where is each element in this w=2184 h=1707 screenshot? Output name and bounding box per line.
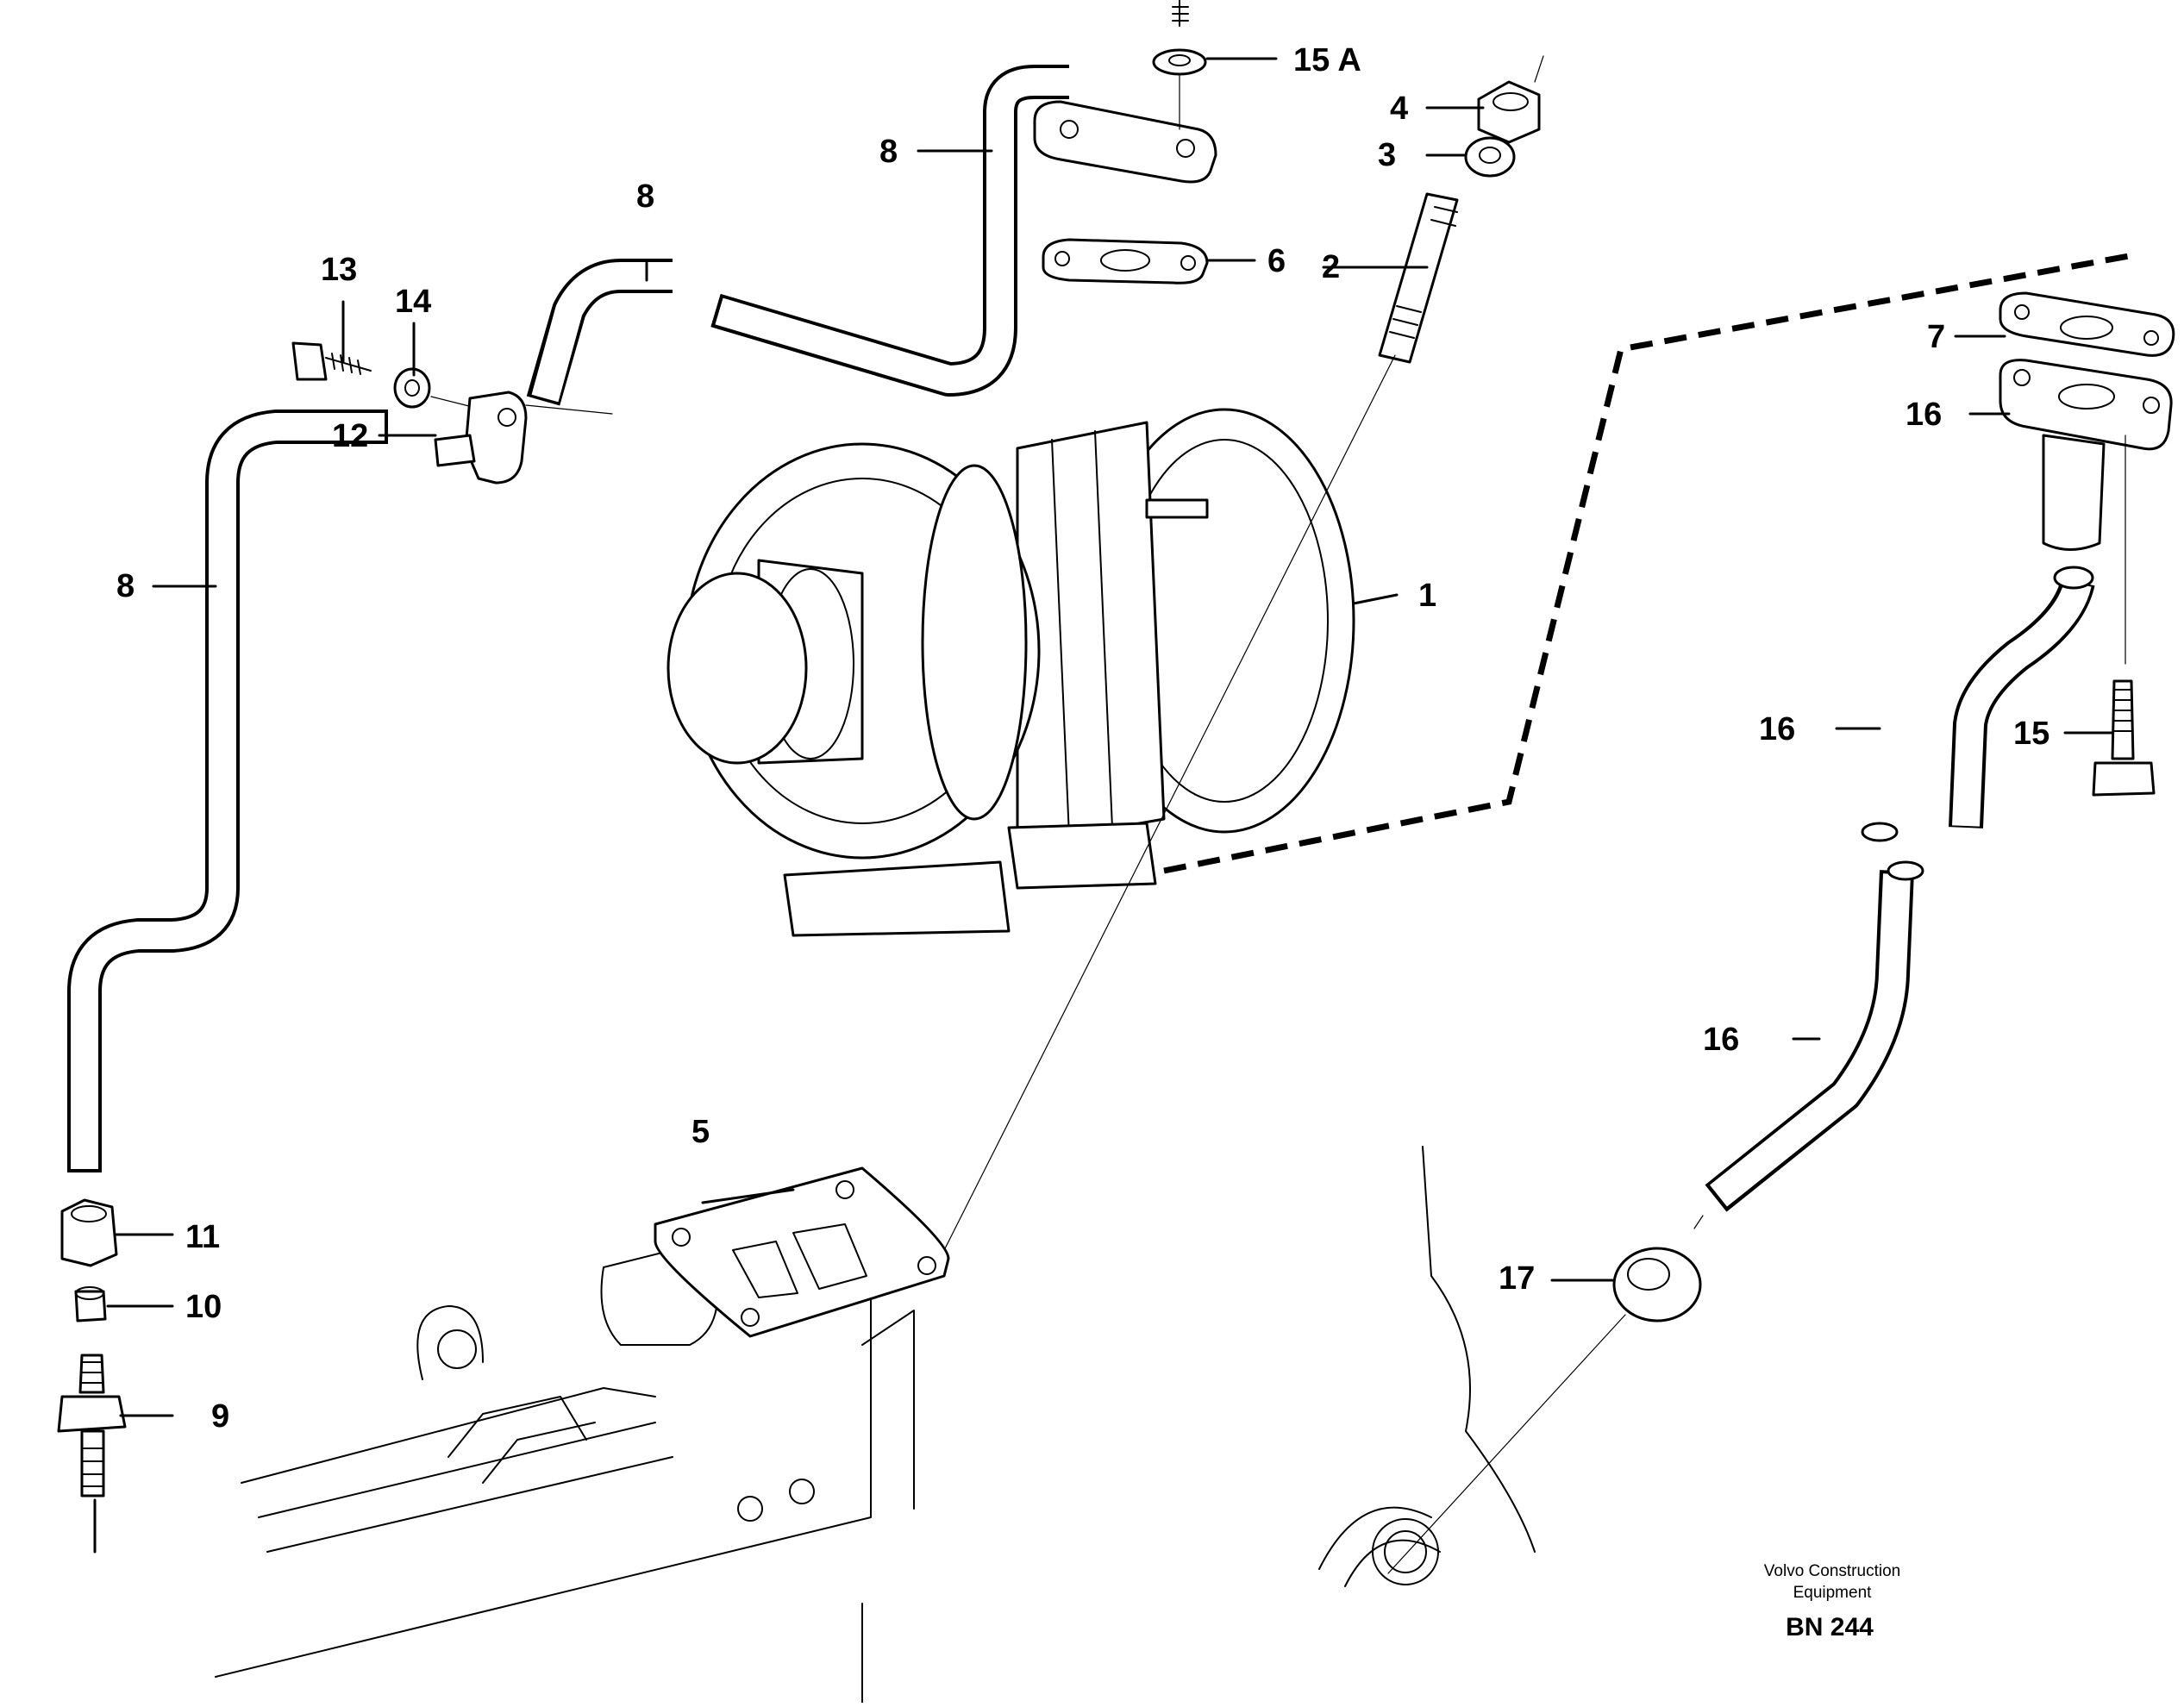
clamp-12: [434, 391, 613, 485]
nut-4: [1477, 55, 1544, 144]
gasket-5: [654, 1166, 950, 1338]
callout-10: 10: [185, 1289, 222, 1325]
stud-2: [930, 192, 1459, 1277]
oil-pipe-8: [67, 65, 1069, 1172]
callout-7: 7: [1927, 319, 1945, 355]
flange-16: [1999, 359, 2173, 665]
seal-ring-17: [1387, 1215, 1704, 1574]
credit-line-2: Equipment: [1793, 1584, 1873, 1602]
sleeve-10: [74, 1286, 107, 1322]
callout-8-left: 8: [116, 568, 135, 604]
callout-1: 1: [1418, 578, 1436, 614]
washer-14: [393, 367, 484, 410]
callout-17: 17: [1499, 1260, 1535, 1297]
drain-pipe-16: [1705, 566, 2095, 1212]
bolt-top: [1172, 0, 1189, 27]
nipple-9: [57, 1354, 127, 1554]
gasket-6: [1042, 238, 1209, 284]
drawing-code: BN 244: [1786, 1613, 1874, 1641]
callout-13: 13: [321, 252, 357, 288]
washer-15a: [1152, 48, 1207, 130]
callout-15: 15: [2013, 716, 2049, 752]
callout-16-lower-pipe: 16: [1703, 1022, 1739, 1058]
callout-5: 5: [691, 1114, 710, 1150]
callout-9: 9: [211, 1398, 229, 1435]
callout-15a: 15 A: [1293, 42, 1361, 78]
callout-6: 6: [1267, 243, 1286, 279]
callout-8-middle: 8: [636, 178, 654, 215]
credit-line-1: Volvo Construction: [1764, 1562, 1900, 1580]
pipe-flange-top: [1033, 100, 1217, 184]
callout-16-flange: 16: [1906, 397, 1942, 433]
nut-11: [60, 1198, 118, 1267]
bolt-13: [291, 341, 372, 381]
callout-8-top: 8: [879, 134, 898, 170]
manifold-outline: [1163, 251, 2139, 874]
leader-lines: [106, 57, 2114, 1417]
callout-4: 4: [1390, 91, 1408, 127]
callout-3: 3: [1378, 137, 1396, 173]
bolt-15: [2092, 679, 2156, 797]
callout-12: 12: [332, 418, 368, 454]
gasket-7: [1999, 291, 2175, 357]
callout-16-upper-pipe: 16: [1759, 711, 1795, 747]
callout-14: 14: [395, 284, 431, 320]
callout-2: 2: [1322, 249, 1340, 285]
callout-11: 11: [185, 1219, 220, 1255]
turbocharger: [666, 408, 1355, 937]
washer-3: [1464, 136, 1516, 178]
